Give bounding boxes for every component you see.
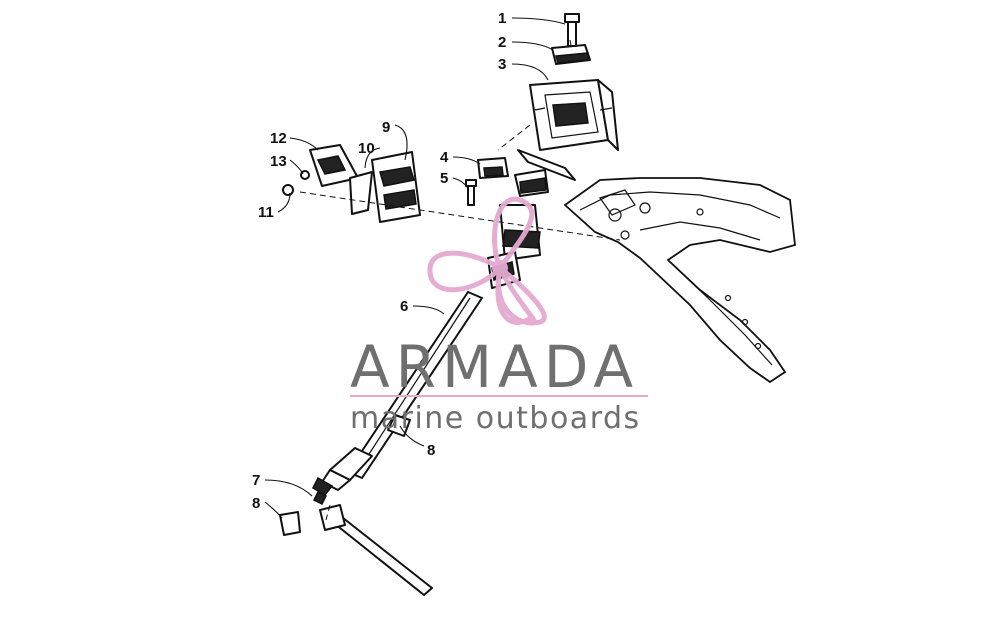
- callout-9: 9: [382, 119, 390, 136]
- armada-watermark: ARMADA marine outboards: [350, 196, 648, 436]
- callout-13: 13: [270, 153, 287, 170]
- lower-cap-and-bolt: [465, 157, 509, 206]
- callout-labels: 1 2 3 4 5 6 7 8 8 9 10 11 12 13: [252, 10, 506, 512]
- callout-leaders: [264, 17, 566, 519]
- watermark-title: ARMADA: [350, 333, 639, 401]
- callout-8-lower: 8: [252, 495, 260, 512]
- watermark-rule: [350, 395, 648, 397]
- callout-6: 6: [400, 298, 408, 315]
- callout-10: 10: [358, 140, 375, 157]
- callout-12: 12: [270, 130, 287, 147]
- vehicle-frame: [563, 177, 796, 384]
- clamp-cap-and-bolt: [551, 13, 591, 65]
- callout-5: 5: [440, 170, 448, 187]
- callout-8-upper: 8: [427, 442, 435, 459]
- watermark-subtitle: marine outboards: [350, 401, 641, 436]
- callout-4: 4: [440, 149, 449, 166]
- propeller-logo-icon: [427, 196, 547, 326]
- assembly-guide-lines: [299, 39, 621, 521]
- callout-11: 11: [258, 204, 274, 221]
- callout-1: 1: [498, 10, 506, 27]
- handlebar-pads: [282, 144, 421, 223]
- callout-7: 7: [252, 472, 260, 489]
- callout-2: 2: [498, 34, 506, 51]
- callout-3: 3: [498, 56, 506, 73]
- steering-clamp-block: [529, 79, 619, 151]
